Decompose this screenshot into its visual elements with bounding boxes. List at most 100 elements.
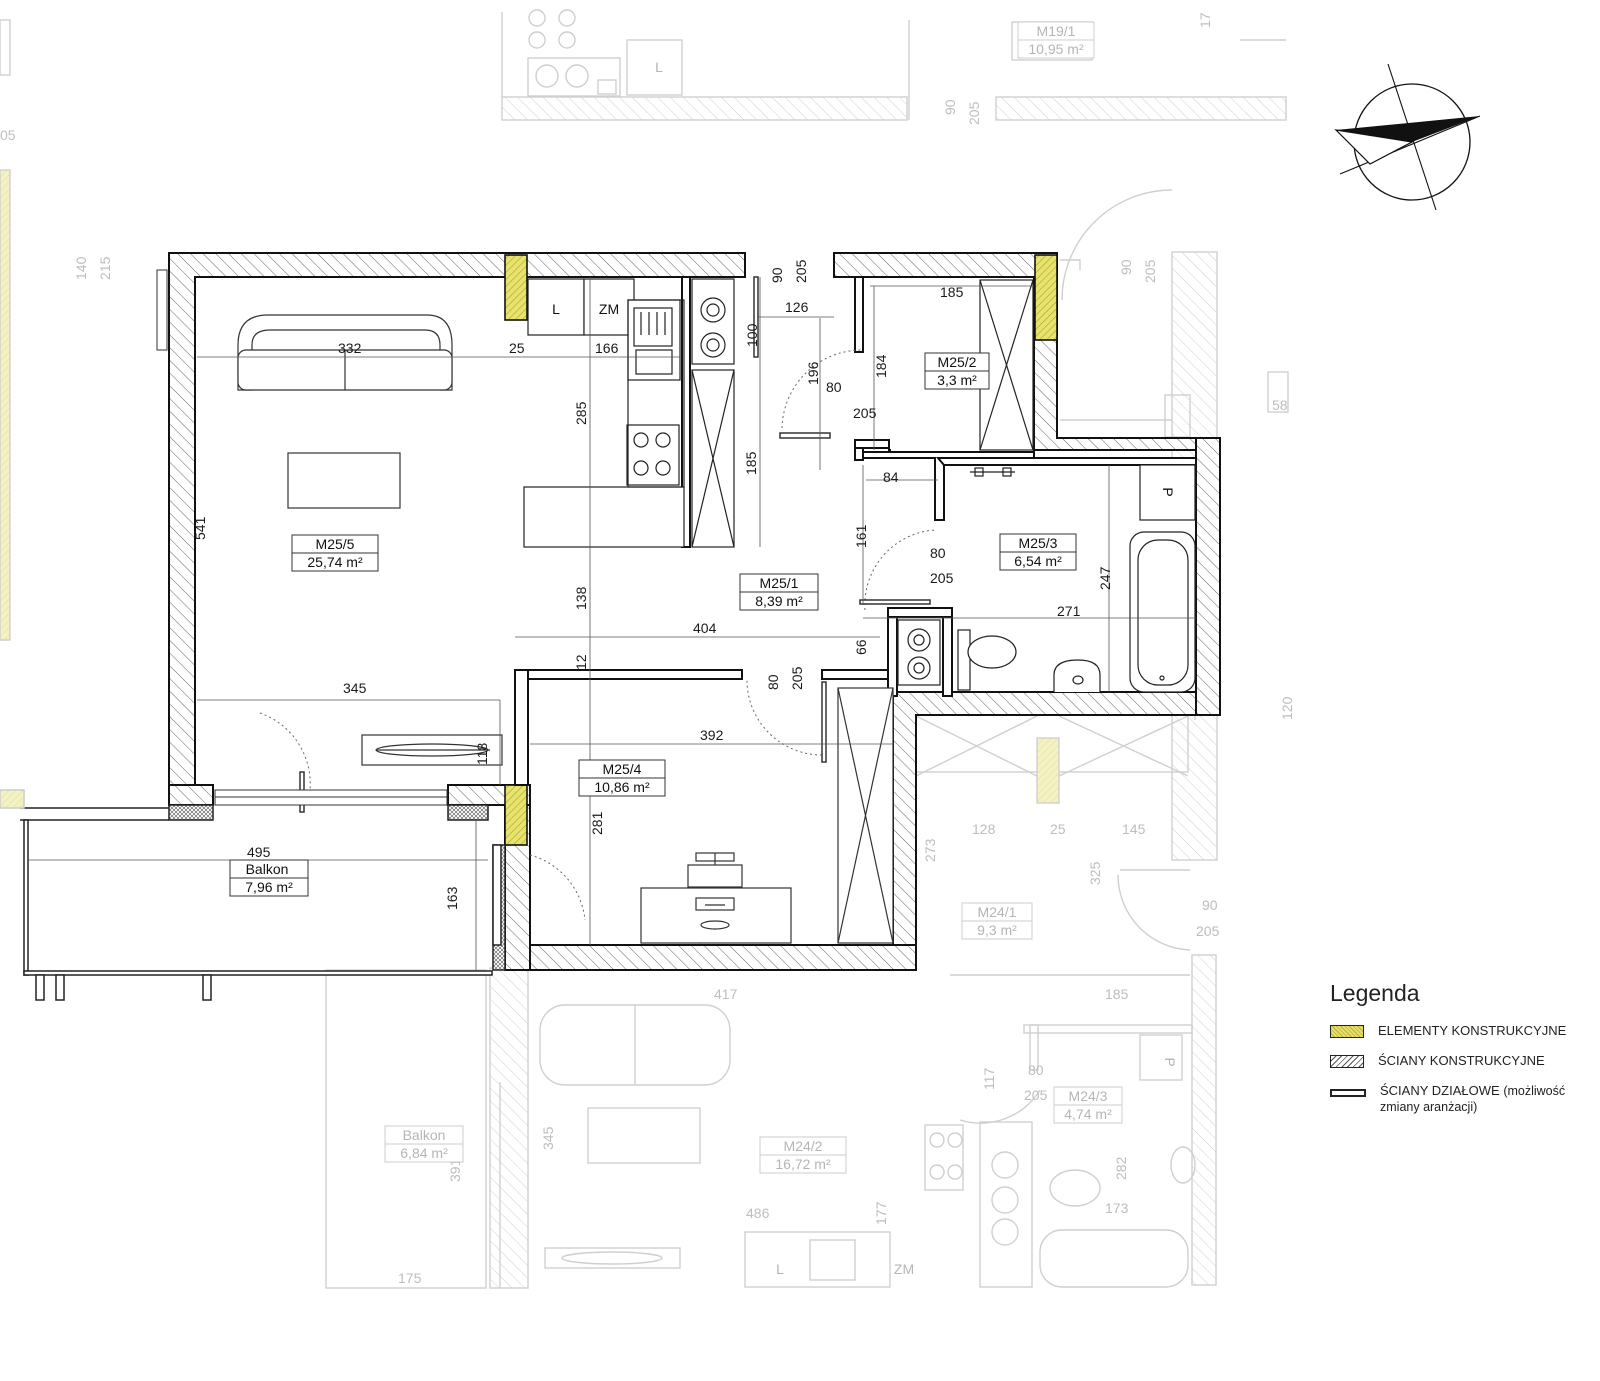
washer-label: P (1162, 1057, 1178, 1066)
room-area: 6,84 m² (400, 1145, 448, 1161)
dim-label: 205 (789, 666, 805, 690)
legend: Legenda ELEMENTY KONSTRUKCYJNE ŚCIANY KO… (1330, 980, 1600, 1129)
room-area: 25,74 m² (307, 554, 363, 570)
partition-walls (514, 276, 1197, 786)
room-tag-balkon-2: Balkon 6,84 m² (384, 1125, 464, 1163)
balcony (0, 789, 506, 1001)
dim-label: 80 (826, 379, 842, 395)
fridge-label: L (655, 59, 663, 75)
dim-label: 185 (1105, 986, 1129, 1002)
dim-label: 184 (873, 354, 889, 378)
dim-label: 495 (247, 844, 271, 860)
room-tag-m24-1: M24/1 9,3 m² (961, 902, 1033, 940)
room-tag-m19-1: M19/1 10,95 m² (1017, 21, 1095, 59)
hatch-swatch-icon (1330, 1055, 1364, 1068)
dim-label: 118 (474, 742, 490, 765)
dim-label: 161 (853, 524, 869, 548)
fridge-label: L (776, 1261, 784, 1277)
dim-label: 281 (589, 811, 605, 835)
room-name: Balkon (246, 861, 289, 877)
dim-label: 166 (595, 340, 619, 356)
dim-label: 486 (746, 1205, 770, 1221)
dim-label: 271 (1057, 603, 1081, 619)
legend-label: ELEMENTY KONSTRUKCYJNE (1378, 1023, 1567, 1038)
dim-label: 90 (1202, 897, 1218, 913)
living-furniture (237, 314, 503, 766)
dim-label: 185 (940, 284, 964, 300)
dim-label: 163 (444, 886, 460, 910)
room-area: 9,3 m² (977, 922, 1017, 938)
dim-label: 404 (693, 620, 717, 636)
dim-label: 100 (744, 323, 760, 347)
room-tag-m25-5: M25/5 25,74 m² (291, 534, 379, 572)
dim-label: 205 (1196, 923, 1220, 939)
dim-label: 205 (966, 101, 982, 125)
dim-label: 391 (447, 1158, 463, 1182)
room-area: 10,95 m² (1028, 41, 1084, 57)
freezer-label: ZM (599, 301, 619, 317)
north-arrow-icon: N (1334, 64, 1481, 211)
dim-label: 12 (573, 654, 589, 670)
dim-label: 84 (883, 469, 899, 485)
dim-label: 17 (1197, 12, 1213, 28)
dim-label: 66 (853, 639, 869, 655)
room-name: M25/4 (603, 761, 642, 777)
dim-label: 541 (192, 516, 208, 540)
room-tag-m25-2: M25/2 3,3 m² (924, 352, 990, 390)
room-area: 16,72 m² (775, 1156, 831, 1172)
dim-label: 332 (338, 340, 362, 356)
room-name: M24/3 (1069, 1088, 1108, 1104)
room-tag-m25-1: M25/1 8,39 m² (739, 573, 819, 611)
dim-label: 205 (1024, 1087, 1048, 1103)
room-labels: M25/5 25,74 m² M25/1 8,39 m² M25/2 3,3 m… (229, 352, 1077, 897)
dim-label: 205 (930, 570, 954, 586)
dim-label: 138 (573, 586, 589, 610)
dim-label: 345 (343, 680, 367, 696)
legend-title: Legenda (1330, 980, 1420, 1006)
kitchen (523, 278, 735, 548)
room-tag-m25-3: M25/3 6,54 m² (999, 533, 1077, 571)
dim-label: 392 (700, 727, 724, 743)
room-area: 10,86 m² (594, 779, 650, 795)
dimension-labels: 332 25 166 541 285 138 12 345 118 404 90… (192, 259, 1113, 910)
room-name: M19/1 (1037, 23, 1076, 39)
room-area: 7,96 m² (245, 879, 293, 895)
room-tag-m25-4: M25/4 10,86 m² (578, 759, 666, 797)
room-name: M25/1 (760, 575, 799, 591)
dim-label: 215 (97, 256, 113, 280)
dim-label: 247 (1097, 566, 1113, 590)
legend-item-structural-elements: ELEMENTY KONSTRUKCYJNE (1330, 1023, 1600, 1039)
structural-columns (504, 254, 1058, 846)
dim-label: 145 (1122, 821, 1146, 837)
dim-label: 58 (1272, 397, 1288, 413)
dim-label: 175 (398, 1270, 422, 1286)
window (156, 269, 448, 806)
dim-label: 80 (1028, 1062, 1044, 1078)
room-name: M25/2 (938, 354, 977, 370)
room-area: 4,74 m² (1064, 1106, 1112, 1122)
dim-label: 282 (1113, 1156, 1129, 1180)
washer-label: P (1160, 487, 1176, 496)
dim-label: 177 (873, 1201, 889, 1225)
dim-label: 173 (1105, 1200, 1129, 1216)
room-tag-balkon: Balkon 7,96 m² (229, 859, 309, 897)
dim-label: 117 (981, 1067, 997, 1090)
dim-label: 80 (765, 674, 781, 690)
dim-label: 140 (73, 256, 89, 280)
partition-swatch-icon (1330, 1089, 1366, 1097)
room-name: M25/5 (316, 536, 355, 552)
room-tag-m24-2: M24/2 16,72 m² (759, 1136, 847, 1174)
room-name: M24/2 (784, 1138, 823, 1154)
dim-label: 128 (972, 821, 996, 837)
neighbour-dimension-labels: 140 215 05 90 205 17 90 205 58 120 128 2… (0, 12, 1295, 1286)
room-name: M24/1 (978, 904, 1017, 920)
dim-label: 25 (1050, 821, 1066, 837)
room-area: 8,39 m² (755, 593, 803, 609)
neighbour-room-labels: M19/1 10,95 m² M24/1 9,3 m² M24/3 4,74 m… (384, 21, 1123, 1174)
legend-label: ŚCIANY DZIAŁOWE (1380, 1083, 1500, 1098)
dim-label: 05 (0, 127, 16, 143)
dim-label: 345 (540, 1126, 556, 1150)
dim-label: 205 (853, 405, 877, 421)
dimension-lines (28, 277, 1196, 970)
